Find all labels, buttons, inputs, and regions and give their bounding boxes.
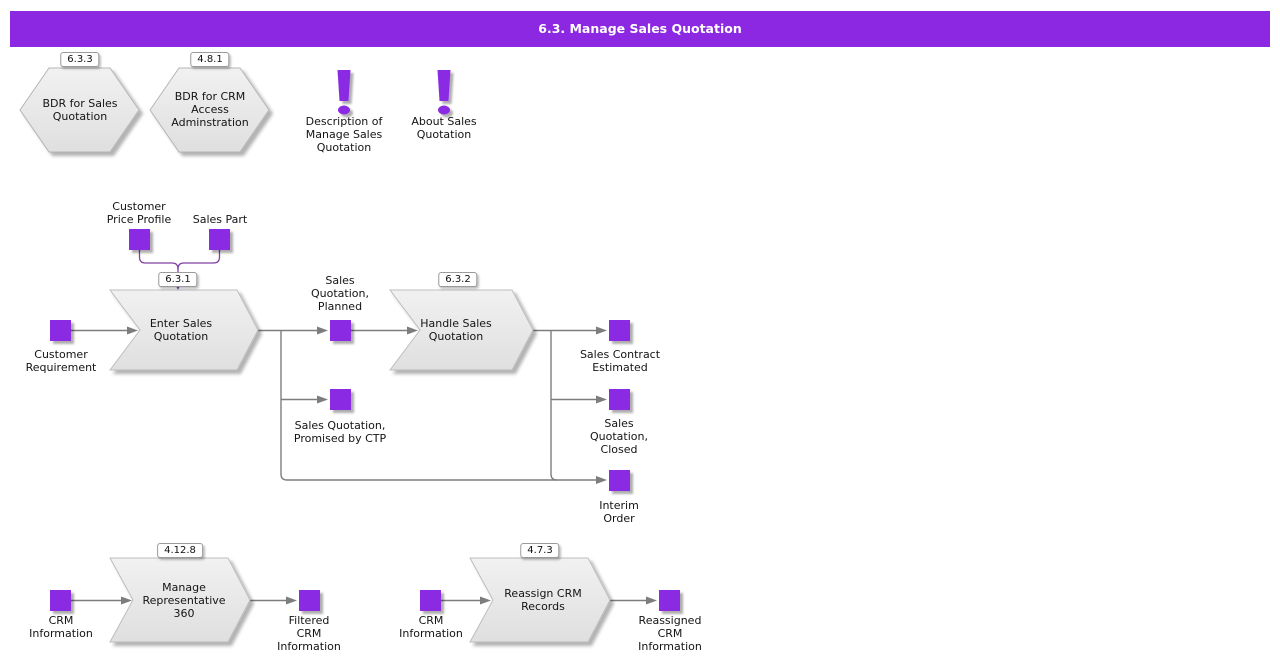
input-connectors xyxy=(138,250,221,287)
badge-bdr-crm: 4.8.1 xyxy=(190,52,230,67)
label-manage-representative-360[interactable]: Manage Representative 360 xyxy=(142,581,226,620)
label-note-description: Description of Manage Sales Quotation xyxy=(305,115,383,154)
artifact-sales-quotation-closed[interactable] xyxy=(609,389,630,410)
label-enter-sales-quotation[interactable]: Enter Sales Quotation xyxy=(149,317,213,343)
process-reassign-crm-records[interactable] xyxy=(469,557,611,643)
artifact-customer-requirement[interactable] xyxy=(50,320,71,341)
artifact-sales-contract-estimated[interactable] xyxy=(609,320,630,341)
exclamation-icon[interactable] xyxy=(437,70,451,115)
connector-enter-branch-to-interim xyxy=(280,330,596,481)
process-handle-sales-quotation[interactable] xyxy=(389,289,534,371)
arrowhead-icon xyxy=(407,326,418,335)
arrowhead-icon xyxy=(596,326,607,335)
arrowhead-icon xyxy=(646,596,657,605)
label-crm-information-right: CRM Information xyxy=(399,614,463,640)
badge-bdr-sales: 6.3.3 xyxy=(60,52,100,67)
label-interim-order: Interim Order xyxy=(599,499,639,525)
label-handle-sales-quotation[interactable]: Handle Sales Quotation xyxy=(420,317,492,343)
label-crm-information-left: CRM Information xyxy=(29,614,93,640)
arrowhead-icon xyxy=(480,596,491,605)
process-enter-sales-quotation[interactable] xyxy=(109,289,259,371)
artifact-filtered-crm-information[interactable] xyxy=(299,590,320,611)
hexagon-bdr-for-sales-quotation[interactable] xyxy=(19,67,140,153)
label-customer-price-profile: Customer Price Profile xyxy=(106,200,172,226)
label-reassigned-crm-information: Reassigned CRM Information xyxy=(638,614,702,653)
label-reassign-crm-records[interactable]: Reassign CRM Records xyxy=(504,587,582,613)
label-sales-quotation-closed: Sales Quotation, Closed xyxy=(590,417,648,456)
label-bdr-sales[interactable]: BDR for Sales Quotation xyxy=(42,97,118,123)
badge-handle-sales-quotation: 6.3.2 xyxy=(438,272,478,287)
flow-connectors xyxy=(71,329,646,602)
badge-enter-sales-quotation: 6.3.1 xyxy=(158,272,198,287)
artifact-crm-information-left[interactable] xyxy=(50,590,71,611)
artifact-sales-quotation-promised-by-ctp[interactable] xyxy=(330,389,351,410)
label-sales-contract-estimated: Sales Contract Estimated xyxy=(579,348,661,374)
label-customer-requirement: Customer Requirement xyxy=(25,348,97,374)
label-filtered-crm-information: Filtered CRM Information xyxy=(277,614,341,653)
artifact-interim-order[interactable] xyxy=(609,470,630,491)
arrowhead-icon xyxy=(121,596,132,605)
badge-manage-representative-360: 4.12.8 xyxy=(157,543,203,558)
connector-handle-branch-down xyxy=(550,330,558,481)
label-sales-part: Sales Part xyxy=(192,213,248,226)
arrowhead-icon xyxy=(317,395,328,404)
connector-sales-part-to-enter xyxy=(177,250,221,270)
artifact-sales-part[interactable] xyxy=(209,229,230,250)
hexagon-bdr-for-crm-access-adminstration[interactable] xyxy=(149,67,270,153)
arrowhead-icon xyxy=(127,326,138,335)
label-sales-quotation-planned: Sales Quotation, Planned xyxy=(311,274,369,313)
label-note-about: About Sales Quotation xyxy=(411,115,477,141)
label-sales-quotation-promised: Sales Quotation, Promised by CTP xyxy=(293,419,387,445)
arrowhead-icon xyxy=(596,476,607,484)
label-bdr-crm[interactable]: BDR for CRM Access Adminstration xyxy=(171,90,249,129)
artifact-customer-price-profile[interactable] xyxy=(129,229,150,250)
arrowhead-icon xyxy=(286,596,297,605)
artifact-crm-information-right[interactable] xyxy=(420,590,441,611)
process-manage-representative-360[interactable] xyxy=(109,557,251,643)
artifact-sales-quotation-planned[interactable] xyxy=(330,320,351,341)
arrowhead-icon xyxy=(596,395,607,404)
exclamation-icon[interactable] xyxy=(337,70,351,115)
artifact-reassigned-crm-information[interactable] xyxy=(659,590,680,611)
page-title: 6.3. Manage Sales Quotation xyxy=(10,11,1270,47)
flow-arrowheads xyxy=(121,326,657,605)
badge-reassign-crm-records: 4.7.3 xyxy=(520,543,560,558)
arrowhead-icon xyxy=(317,326,328,335)
